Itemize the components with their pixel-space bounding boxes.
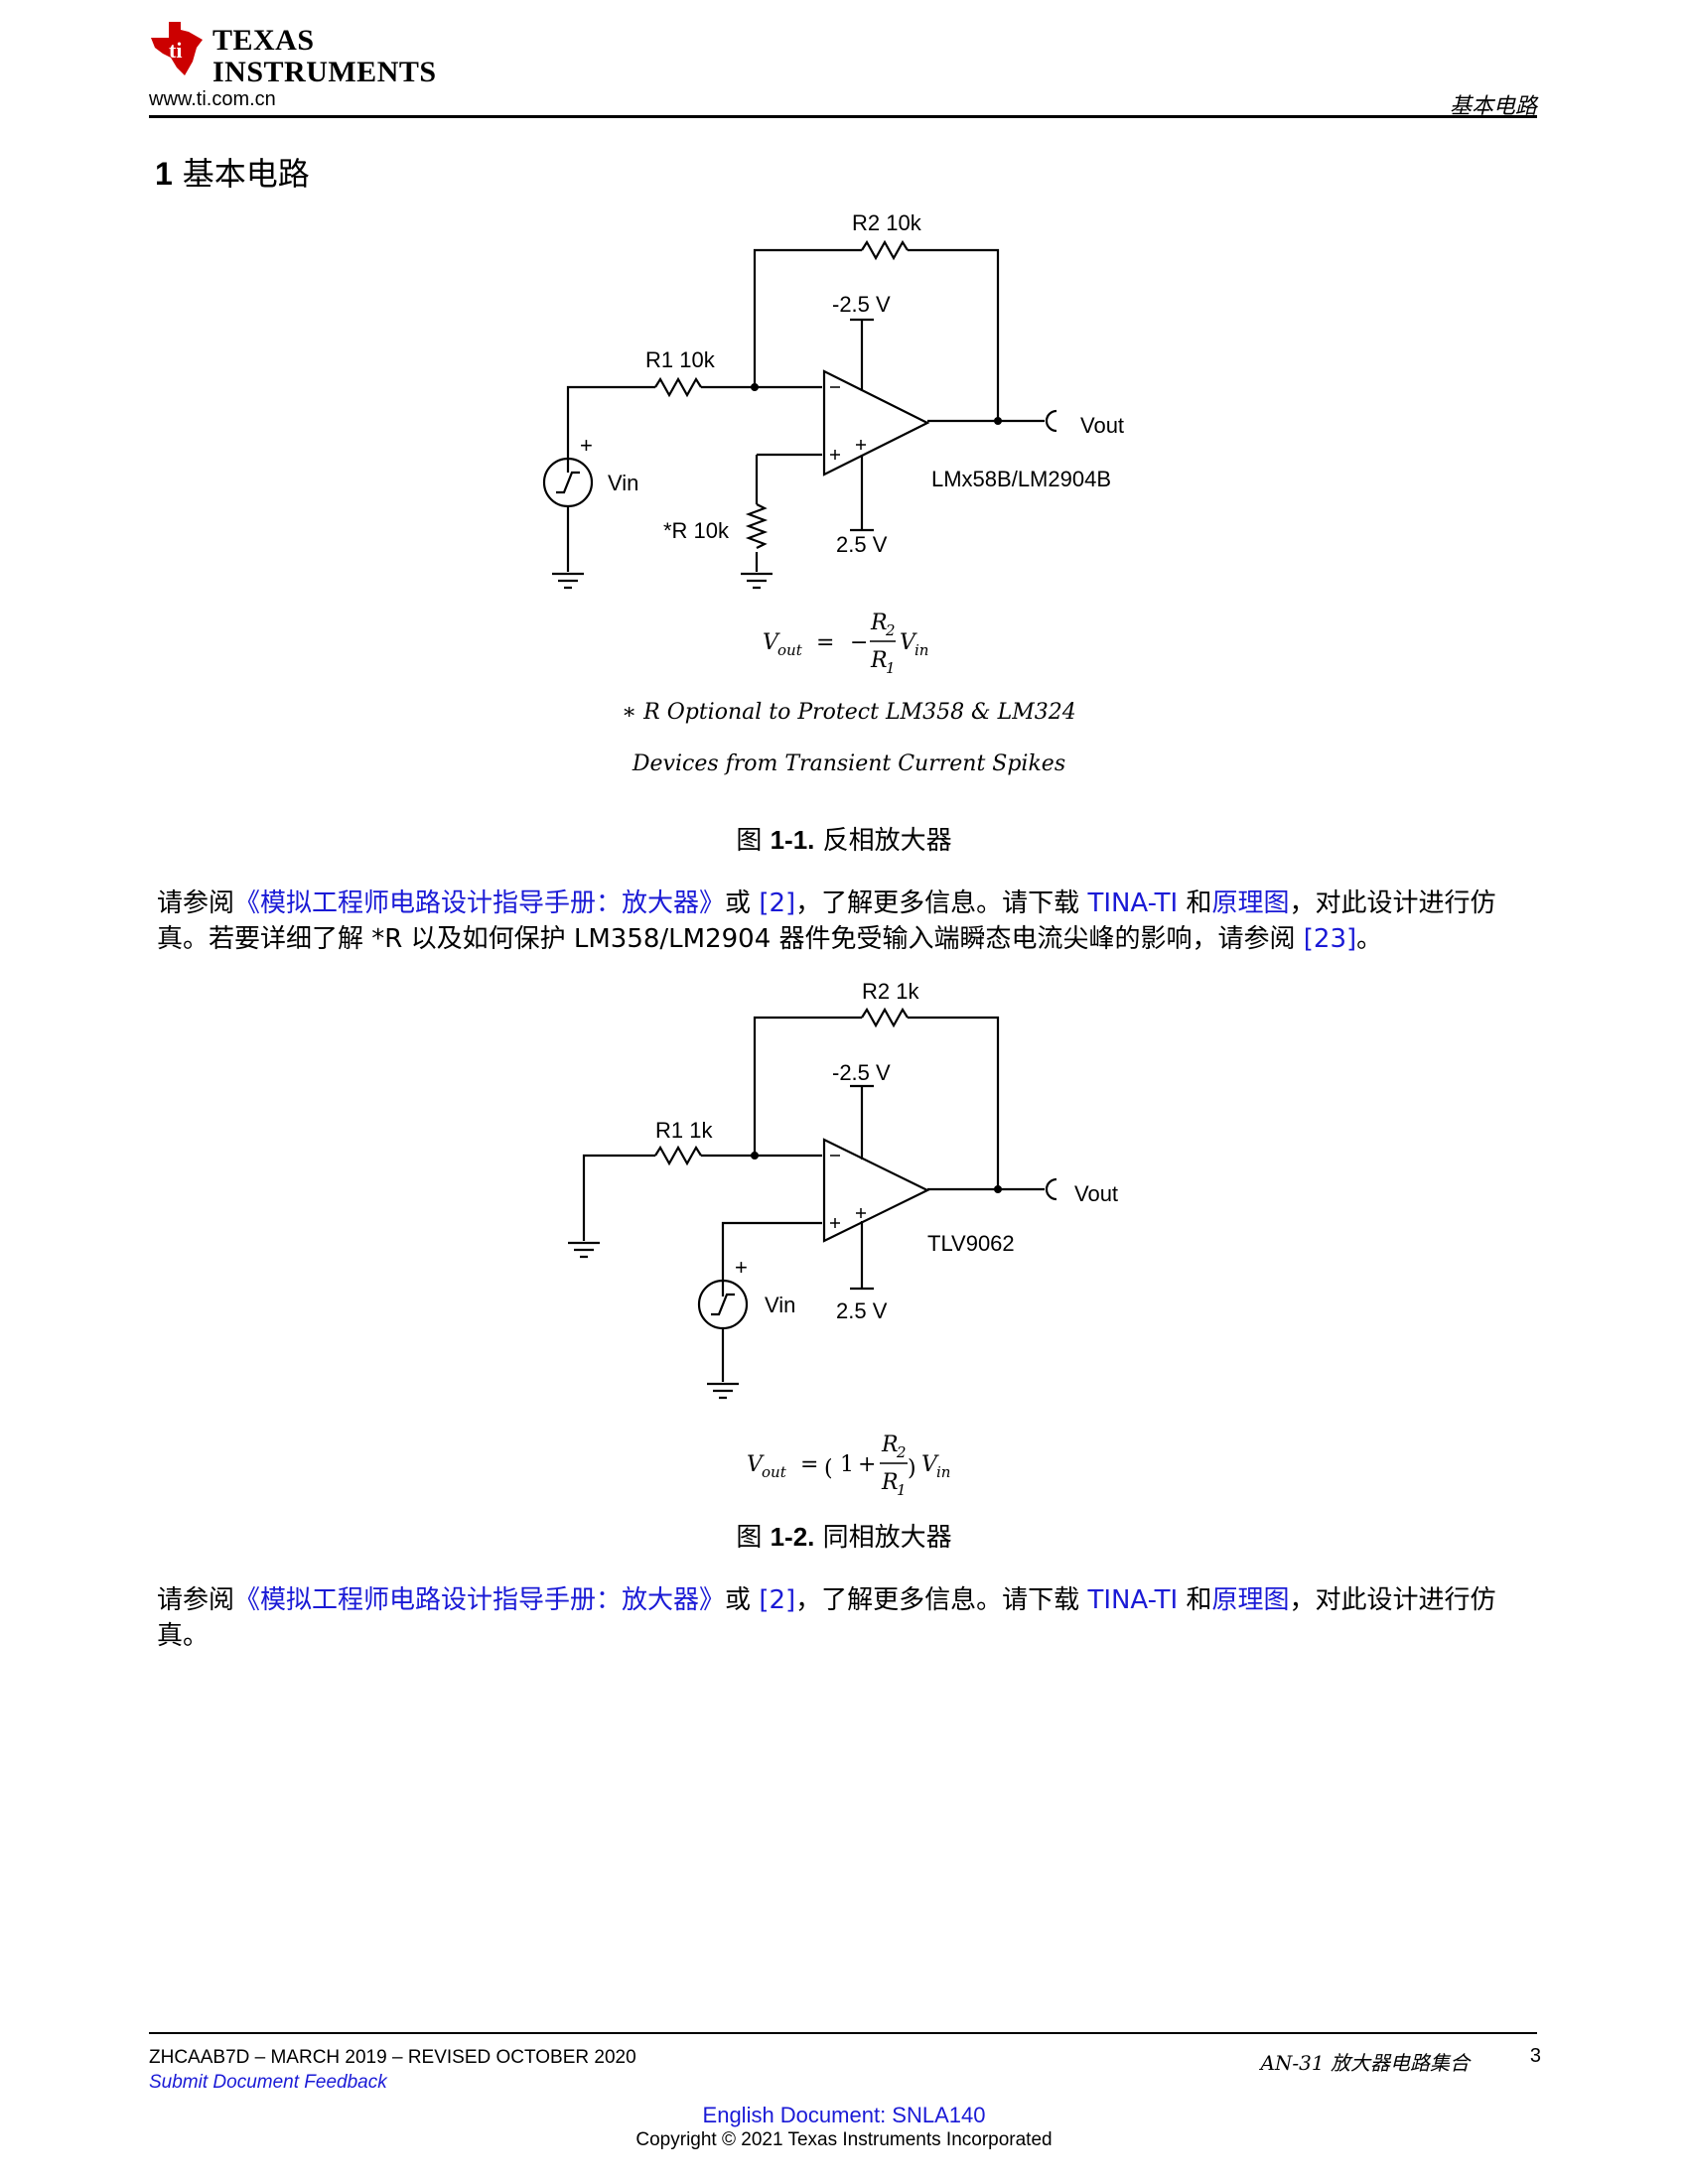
fig2-r1-resistor xyxy=(654,1145,702,1166)
link-amplifier-handbook-2[interactable]: 《模拟工程师电路设计指导手册：放大器》 xyxy=(234,1585,726,1615)
svg-text:): ) xyxy=(908,1456,916,1481)
svg-text:2: 2 xyxy=(885,621,896,639)
svg-text:1: 1 xyxy=(897,1481,907,1499)
link-schematic-2[interactable]: 原理图 xyxy=(1211,1585,1290,1615)
figure1-caption-text: 反相放大器 xyxy=(822,826,952,856)
section-title-text: 基本电路 xyxy=(182,155,310,193)
fig1-opamp xyxy=(822,369,930,477)
svg-text:(: ( xyxy=(824,1456,833,1481)
header-rule xyxy=(149,115,1537,118)
fig2-ground-2 xyxy=(707,1382,739,1400)
ti-logo: ti TEXAS INSTRUMENTS xyxy=(147,18,445,87)
header-url[interactable]: www.ti.com.cn xyxy=(149,88,276,110)
figure1-caption: 图 1-1. 反相放大器 xyxy=(736,825,952,856)
logo-wordmark-line1: TEXAS xyxy=(212,24,315,57)
page-number: 3 xyxy=(1529,2045,1541,2067)
svg-text:=: = xyxy=(800,1452,818,1477)
fig2-ground-1 xyxy=(568,1241,600,1259)
link-schematic[interactable]: 原理图 xyxy=(1211,888,1290,918)
link-tina-ti[interactable]: TINA-TI xyxy=(1087,888,1179,918)
svg-text:V: V xyxy=(900,630,917,655)
fig2-opamp xyxy=(822,1138,930,1243)
fig1-ground-2 xyxy=(741,572,773,590)
fig1-vin-label: Vin xyxy=(608,471,638,495)
fig1-r2-label: R2 10k xyxy=(852,210,922,235)
svg-text:V: V xyxy=(747,1452,765,1477)
svg-text:in: in xyxy=(936,1463,950,1481)
fig1-r1-label: R1 10k xyxy=(645,347,716,372)
fig2-neg-supply-label: -2.5 V xyxy=(832,1060,891,1085)
footer-doc-title: AN-31 放大器电路集合 xyxy=(1260,2051,1470,2075)
fig1-r-optional-label: *R 10k xyxy=(663,518,730,543)
svg-text:V: V xyxy=(763,630,780,655)
figure2-caption: 图 1-2. 同相放大器 xyxy=(736,1522,952,1553)
link-ref-2-b[interactable]: [2] xyxy=(759,1585,796,1615)
fig1-note-line2: Devices from Transient Current Spikes xyxy=(632,751,1065,776)
link-ref-2[interactable]: [2] xyxy=(759,888,796,918)
fig2-plus-sign: + xyxy=(735,1255,748,1280)
fig1-vout-label: Vout xyxy=(1080,413,1124,438)
header-section-name: 基本电路 xyxy=(1449,94,1537,119)
fig1-ground-1 xyxy=(552,572,584,590)
figure2-caption-number: 1-2. xyxy=(770,1522,815,1552)
svg-text:out: out xyxy=(762,1463,787,1481)
fig1-plus-sign: + xyxy=(580,433,593,458)
svg-text:=: = xyxy=(816,630,834,655)
ti-logo-icon: ti xyxy=(151,22,203,75)
fig1-r1-resistor xyxy=(654,376,702,398)
svg-text:1: 1 xyxy=(840,1452,854,1477)
fig2-pos-supply-label: 2.5 V xyxy=(836,1298,888,1323)
fig2-r1-label: R1 1k xyxy=(655,1118,713,1143)
svg-text:2: 2 xyxy=(896,1443,907,1461)
logo-wordmark-line2: INSTRUMENTS xyxy=(212,56,437,88)
fig2-r2-resistor xyxy=(861,1007,909,1028)
figure2-caption-text: 同相放大器 xyxy=(822,1523,952,1553)
english-document-link[interactable]: English Document: SNLA140 xyxy=(702,2103,986,2127)
footer-doc-id: ZHCAAB7D – MARCH 2019 – REVISED OCTOBER … xyxy=(149,2047,636,2068)
figure2-circuit xyxy=(568,1007,1057,1400)
svg-text:R: R xyxy=(870,648,888,673)
svg-text:+: + xyxy=(858,1452,876,1477)
copyright: Copyright © 2021 Texas Instruments Incor… xyxy=(635,2129,1053,2150)
paragraph-1: 请参阅《模拟工程师电路设计指导手册：放大器》或 [2]，了解更多信息。请下载 T… xyxy=(157,888,1496,954)
fig1-r2-resistor xyxy=(861,239,909,261)
link-ref-23[interactable]: [23] xyxy=(1303,924,1357,954)
svg-text:R: R xyxy=(870,611,888,635)
section-number: 1 xyxy=(155,156,173,192)
fig2-part-label: TLV9062 xyxy=(927,1231,1015,1256)
fig2-r2-label: R2 1k xyxy=(862,979,919,1004)
fig2-vout-label: Vout xyxy=(1074,1181,1118,1206)
svg-text:ti: ti xyxy=(169,38,182,63)
fig1-r-optional-resistor xyxy=(745,503,769,549)
fig2-vin-label: Vin xyxy=(765,1293,795,1317)
svg-text:V: V xyxy=(921,1452,939,1477)
fig2-vout-terminal xyxy=(1045,1177,1057,1201)
fig1-pos-supply-label: 2.5 V xyxy=(836,532,888,557)
fig1-vout-terminal xyxy=(1045,409,1057,433)
svg-text:R: R xyxy=(881,1470,899,1495)
svg-text:R: R xyxy=(881,1433,899,1457)
figure1-circuit xyxy=(542,239,1057,590)
paragraph-2: 请参阅《模拟工程师电路设计指导手册：放大器》或 [2]，了解更多信息。请下载 T… xyxy=(157,1585,1496,1651)
svg-text:1: 1 xyxy=(886,659,896,677)
submit-feedback-link[interactable]: Submit Document Feedback xyxy=(149,2072,387,2093)
svg-text:−: − xyxy=(850,630,868,655)
footer-rule xyxy=(149,2032,1537,2034)
fig1-note-line1: ∗ R Optional to Protect LM358 & LM324 xyxy=(622,700,1076,725)
fig1-part-label: LMx58B/LM2904B xyxy=(931,467,1111,491)
svg-text:out: out xyxy=(777,641,803,659)
svg-text:in: in xyxy=(914,641,928,659)
link-tina-ti-2[interactable]: TINA-TI xyxy=(1087,1585,1179,1615)
figure1-caption-number: 1-1. xyxy=(770,825,815,855)
link-amplifier-handbook[interactable]: 《模拟工程师电路设计指导手册：放大器》 xyxy=(234,888,726,918)
fig1-neg-supply-label: -2.5 V xyxy=(832,292,891,317)
